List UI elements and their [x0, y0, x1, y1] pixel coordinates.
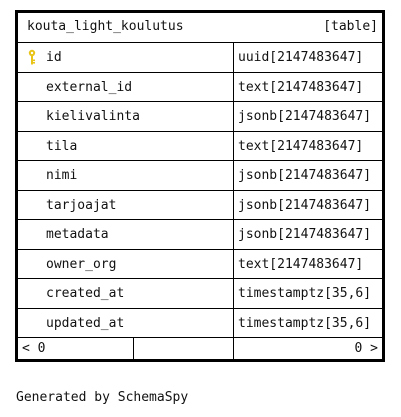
column-name: kielivalinta [46, 109, 140, 124]
column-name: external_id [46, 79, 133, 95]
column-type: jsonb[2147483647] [238, 168, 372, 183]
column-type: jsonb[2147483647] [238, 227, 372, 242]
key-icon [28, 49, 36, 65]
column-name-cell: tarjoajat [18, 190, 234, 219]
column-name-cell: created_at [18, 279, 234, 308]
column-type: jsonb[2147483647] [238, 197, 372, 213]
column-row: tila text[2147483647] [18, 131, 382, 161]
children-count[interactable]: 0 > [354, 341, 378, 356]
column-row: external_id text[2147483647] [18, 72, 382, 102]
footer-parents-cell[interactable]: < 0 [18, 338, 134, 359]
column-type: text[2147483647] [238, 79, 364, 95]
column-name: created_at [46, 286, 125, 301]
column-name: tarjoajat [46, 197, 117, 213]
generated-by-note: Generated by SchemaSpy [16, 390, 189, 405]
column-name-cell: tila [18, 131, 234, 160]
column-name-cell: owner_org [18, 249, 234, 278]
parents-count[interactable]: < 0 [22, 341, 46, 356]
column-type: text[2147483647] [238, 256, 364, 272]
column-type: timestamptz[35,6] [238, 315, 372, 331]
column-name-cell: id [18, 43, 234, 72]
table-name: kouta_light_koulutus [27, 19, 184, 34]
column-name-cell: external_id [18, 72, 234, 101]
column-name-cell: kielivalinta [18, 102, 234, 131]
column-name: owner_org [46, 256, 117, 272]
column-type: text[2147483647] [238, 138, 364, 154]
column-row: tarjoajat jsonb[2147483647] [18, 190, 382, 220]
column-type: timestamptz[35,6] [238, 286, 372, 301]
column-type: uuid[2147483647] [238, 50, 364, 65]
column-row: metadata jsonb[2147483647] [18, 220, 382, 250]
column-name-cell: nimi [18, 161, 234, 190]
table-diagram: kouta_light_koulutus [table] id uuid[214… [15, 10, 385, 362]
column-row: owner_org text[2147483647] [18, 249, 382, 279]
column-type: jsonb[2147483647] [238, 109, 372, 124]
column-row: updated_at timestamptz[35,6] [18, 308, 382, 338]
column-name: metadata [46, 227, 109, 242]
table-header: kouta_light_koulutus [table] [18, 13, 382, 43]
table-footer: < 0 0 > [18, 338, 382, 359]
column-name: updated_at [46, 315, 125, 331]
column-row: kielivalinta jsonb[2147483647] [18, 102, 382, 132]
column-name: nimi [46, 168, 78, 183]
column-row: nimi jsonb[2147483647] [18, 161, 382, 191]
column-row: created_at timestamptz[35,6] [18, 279, 382, 309]
column-row: id uuid[2147483647] [18, 43, 382, 73]
column-name-cell: updated_at [18, 308, 234, 337]
column-name: tila [46, 138, 78, 154]
table-type-label: [table] [323, 19, 378, 34]
column-name-cell: metadata [18, 220, 234, 249]
footer-spacer-cell [134, 338, 234, 359]
column-name: id [46, 50, 62, 65]
